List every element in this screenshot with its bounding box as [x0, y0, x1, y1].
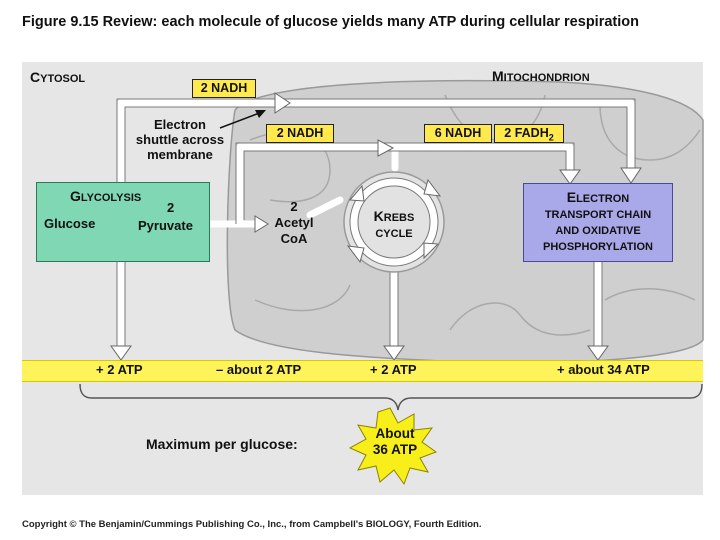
- glucose-label: Glucose: [44, 216, 96, 231]
- nadh-shuttle-box: 2 NADH: [192, 79, 256, 98]
- pyruvate-label: Pyruvate: [138, 218, 193, 233]
- etc-box: [523, 183, 673, 262]
- glycolysis-box: [36, 182, 210, 262]
- etc-label: ELECTRON TRANSPORT CHAIN AND OXIDATIVE P…: [542, 189, 653, 253]
- glycolysis-title: GLYCOLYSIS: [70, 188, 142, 204]
- atp-starburst: [348, 407, 438, 486]
- atp-shuttle-cost: – about 2 ATP: [216, 362, 302, 377]
- pyruvate-count: 2: [167, 200, 175, 215]
- cytosol-label: CYTOSOL: [30, 69, 86, 85]
- nadh-krebs-box: 6 NADH: [424, 124, 492, 143]
- copyright-text: Copyright © The Benjamin/Cummings Publis…: [22, 519, 482, 530]
- atp-krebs: + 2 ATP: [370, 362, 417, 377]
- fadh-box: 2 FADH2: [494, 124, 564, 143]
- atp-glycolysis: + 2 ATP: [96, 362, 143, 377]
- maximum-label: Maximum per glucose:: [146, 436, 298, 452]
- atp-bar: [22, 360, 703, 382]
- total-bracket: [79, 383, 703, 411]
- total-atp-label: About 36 ATP: [372, 426, 418, 457]
- nadh-acetyl-box: 2 NADH: [266, 124, 334, 143]
- shuttle-label: Electron shuttle across membrane: [135, 117, 225, 162]
- mitochondrion-label: MITOCHONDRION: [492, 68, 590, 84]
- figure-title: Figure 9.15 Review: each molecule of glu…: [22, 14, 639, 30]
- shuttle-pointer-arrow: [219, 110, 266, 129]
- acetyl-coa-label: 2 Acetyl CoA: [274, 199, 314, 246]
- atp-oxidative: + about 34 ATP: [557, 362, 650, 377]
- krebs-cycle-circle: [343, 171, 445, 273]
- krebs-cycle-label: KREBS CYCLE: [373, 208, 415, 240]
